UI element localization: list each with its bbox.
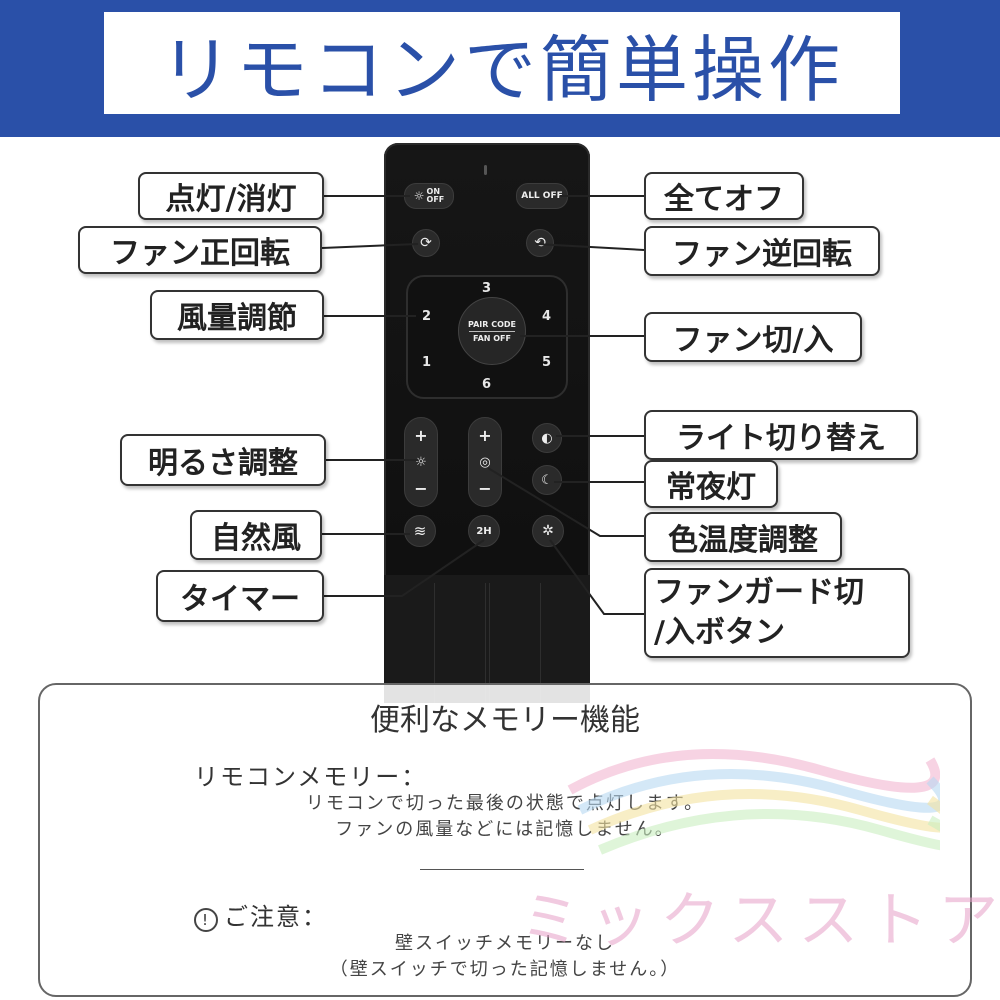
label-fan-speed: 風量調節 [150,290,324,340]
label-brightness: 明るさ調整 [120,434,326,486]
caution-line1: 壁スイッチメモリーなし [395,933,615,954]
speed-6-button[interactable]: 6 [482,377,492,392]
speed-1-button[interactable]: 1 [422,355,432,370]
sun-icon: ☼ [413,189,425,203]
remote-memory-line2: ファンの風量などには記憶しません。 [335,819,675,840]
fan-off-label: FAN OFF [473,333,511,343]
light-switch-icon: ◐ [541,430,553,446]
fan-guard-icon: ✲ [542,523,554,539]
all-off-button[interactable]: ALL OFF [516,183,568,209]
banner-frame: リモコンで簡単操作 [104,12,900,114]
grip-groove [434,583,486,703]
line-timer [324,539,485,597]
brightness-minus[interactable]: − [414,479,428,498]
color-temp-icon: ◎ [479,454,491,470]
speed-2-button[interactable]: 2 [422,309,432,324]
brightness-rocker[interactable]: + ☼ − [404,417,438,507]
label-on-off: 点灯/消灯 [138,172,324,220]
watermark-swoosh [567,749,940,855]
natural-wind-button[interactable]: ≋ [404,515,436,547]
pair-code-label: PAIR CODE [467,319,517,329]
line-fan-guard [549,539,644,615]
label-fan-guard-line2: /入ボタン [654,615,785,650]
off-label: OFF [426,195,445,204]
brightness-plus[interactable]: + [414,426,428,445]
line-fan-forward [321,243,419,249]
label-color-temp: 色温度調整 [644,512,842,562]
header-banner: リモコンで簡単操作 [0,0,1000,137]
line-fan-reverse [535,243,645,251]
caution-heading: !ご注意： [194,897,328,932]
line-color-temp [487,467,644,537]
moon-icon: ☾ [541,472,553,488]
memory-info-box: 便利なメモリー機能 リモコンメモリー： リモコンで切った最後の状態で点灯します。… [38,683,972,997]
label-fan-guard-line1: ファンガード切 [654,575,864,610]
label-fan-on-off: ファン切/入 [644,312,862,362]
fan-forward-icon: ⟳ [420,235,432,251]
warning-icon: ! [194,908,218,932]
speed-4-button[interactable]: 4 [542,309,552,324]
label-light-switch: ライト切り替え [644,410,918,460]
night-light-button[interactable]: ☾ [532,465,562,495]
memory-title: 便利なメモリー機能 [370,703,640,738]
speed-3-button[interactable]: 3 [482,281,492,296]
caution-line2: （壁スイッチで切った記憶しません。） [329,959,681,980]
caution-heading-text: ご注意： [224,903,328,931]
label-night-light: 常夜灯 [644,460,778,508]
label-fan-reverse: ファン逆回転 [644,226,880,276]
on-off-button[interactable]: ☼ ON OFF [404,183,454,209]
brightness-sun-icon: ☼ [415,454,427,470]
grip-groove [489,583,541,703]
fan-guard-button[interactable]: ✲ [532,515,564,547]
banner-title: リモコンで簡単操作 [159,27,844,112]
fan-reverse-icon: ⟲ [534,235,546,251]
section-divider [420,869,584,870]
label-fan-forward: ファン正回転 [78,226,322,274]
label-timer: タイマー [156,570,324,622]
color-temp-minus[interactable]: − [478,479,492,498]
center-divider [469,330,515,332]
label-natural-wind: 自然風 [190,510,322,560]
speed-5-button[interactable]: 5 [542,355,552,370]
label-fan-guard: ファンガード切 /入ボタン [644,568,910,658]
fan-forward-button[interactable]: ⟳ [412,229,440,257]
color-temp-plus[interactable]: + [478,426,492,445]
remote-control: ☼ ON OFF ALL OFF ⟳ ⟲ 3 2 4 1 5 6 PAIR CO… [384,143,590,703]
wind-icon: ≋ [413,522,427,540]
label-all-off: 全てオフ [644,172,804,220]
remote-grip [384,575,590,703]
timer-2h-button[interactable]: 2H [468,515,500,547]
pair-code-fan-off-button[interactable]: PAIR CODE FAN OFF [458,297,526,365]
on-label: ON [426,187,441,196]
store-watermark: ミックスストア [520,886,1000,956]
indicator-led [484,165,487,175]
light-switch-button[interactable]: ◐ [532,423,562,453]
color-temp-rocker[interactable]: + ◎ − [468,417,502,507]
remote-memory-heading: リモコンメモリー： [194,763,428,791]
fan-reverse-button[interactable]: ⟲ [526,229,554,257]
